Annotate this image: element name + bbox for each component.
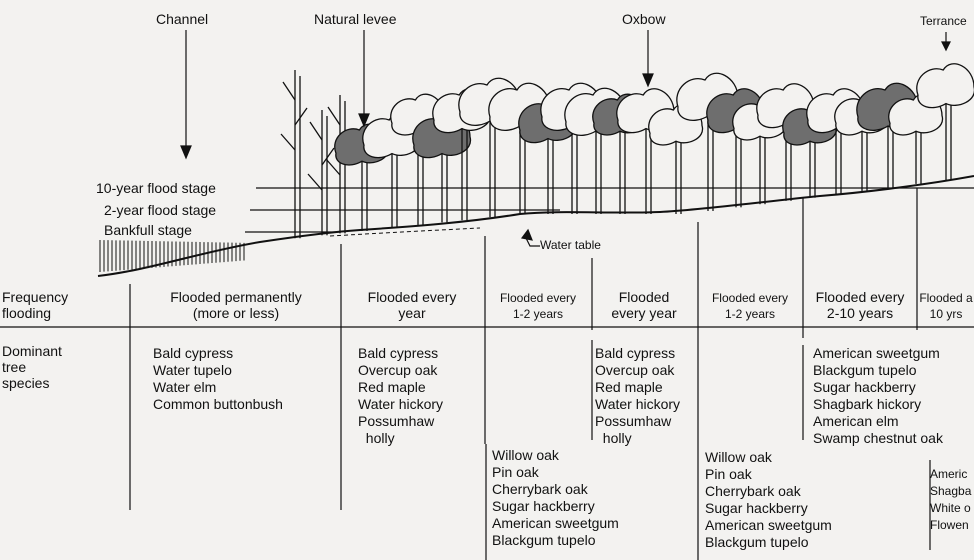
species-cell: Willow oak Pin oak Cherrybark oak Sugar …: [705, 449, 832, 551]
flooding-cell: Flooded every year: [350, 289, 474, 321]
species-cell: Bald cypress Overcup oak Red maple Water…: [358, 345, 443, 447]
dominant-species-header: Dominant tree species: [2, 343, 62, 391]
two-year-flood-stage-label: 2-year flood stage: [104, 202, 216, 218]
flooding-cell: Flooded every 1-2 years: [700, 290, 800, 322]
terrace-label: Terrance: [920, 14, 967, 28]
species-cell: American sweetgum Blackgum tupelo Sugar …: [813, 345, 943, 447]
flooding-cell: Flooded a 10 yrs: [918, 290, 974, 322]
oxbow-label: Oxbow: [622, 11, 666, 27]
flooding-cell: Flooded every 2-10 years: [804, 289, 916, 321]
species-cell: Willow oak Pin oak Cherrybark oak Sugar …: [492, 447, 619, 549]
channel-sediment: [98, 238, 248, 274]
water-table-line: [330, 228, 480, 236]
channel-label: Channel: [156, 11, 208, 27]
natural-levee-label: Natural levee: [314, 11, 397, 27]
species-cell: Bald cypress Water tupelo Water elm Comm…: [153, 345, 283, 413]
flooding-cell: Flooded every year: [594, 289, 694, 321]
ten-year-flood-stage-label: 10-year flood stage: [96, 180, 216, 196]
water-table-label: Water table: [540, 238, 601, 252]
flooding-cell: Flooded every 1-2 years: [488, 290, 588, 322]
species-cell: Americ Shagba White o Flowen: [930, 466, 974, 534]
tree-branch: [281, 82, 307, 150]
tree-branch: [308, 122, 334, 190]
bankfull-stage-label: Bankfull stage: [104, 222, 192, 238]
flooding-cell: Flooded permanently (more or less): [150, 289, 322, 321]
frequency-flooding-header: Frequency flooding: [2, 289, 68, 321]
tree-canopy-blob: [917, 64, 974, 108]
species-cell: Bald cypress Overcup oak Red maple Water…: [595, 345, 680, 447]
